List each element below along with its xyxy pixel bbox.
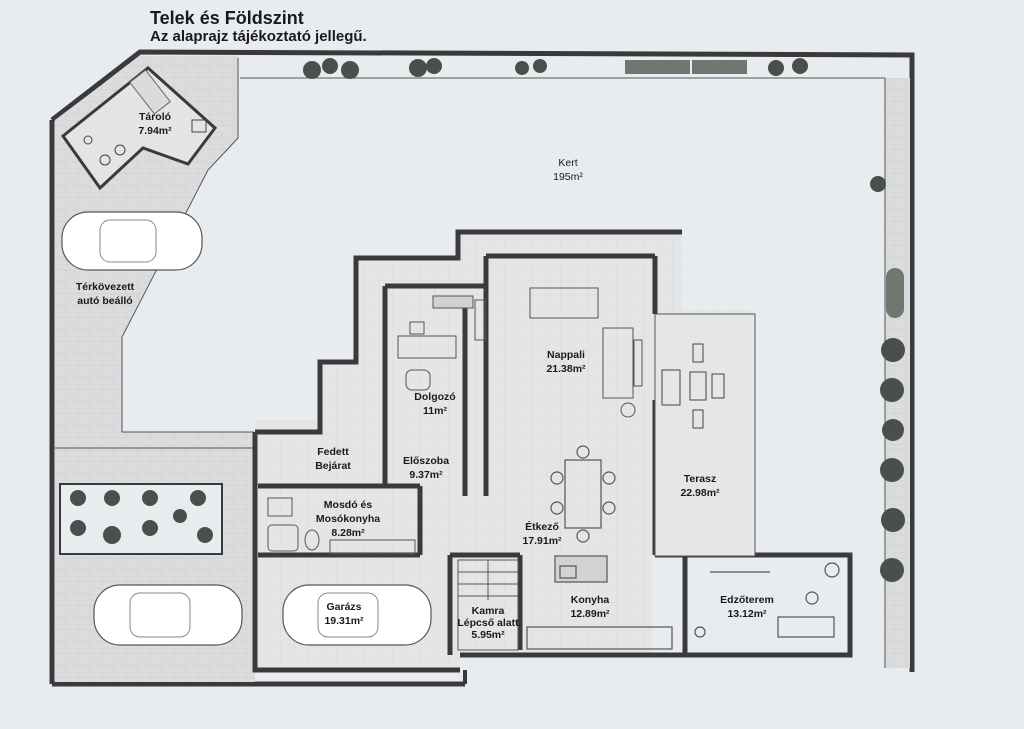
label-kamra: Kamra bbox=[472, 605, 505, 617]
gym-equipment bbox=[694, 562, 840, 638]
page-title: Telek és Földszint bbox=[150, 8, 304, 28]
office-desk bbox=[397, 295, 486, 391]
area-terasz: 22.98m² bbox=[680, 487, 720, 499]
label-eloszoba: Előszoba bbox=[403, 455, 449, 467]
label-terkovezett-2: autó beálló bbox=[77, 295, 132, 307]
label-terasz: Terasz bbox=[684, 473, 717, 485]
label-mosdo-2: Mosókonyha bbox=[316, 513, 380, 525]
label-etkezo: Étkező bbox=[525, 520, 559, 533]
page-subtitle: Az alaprajz tájékoztató jellegű. bbox=[150, 28, 367, 45]
label-fedett: Fedett bbox=[317, 446, 349, 458]
terrace bbox=[654, 313, 756, 557]
house-floor bbox=[255, 232, 755, 670]
label-kert: Kert bbox=[558, 157, 577, 169]
room-labels: Kert 195m² Tároló 7.94m² Térkövezett aut… bbox=[76, 111, 774, 641]
area-eloszoba: 9.37m² bbox=[409, 469, 443, 481]
car-garage bbox=[282, 584, 432, 646]
area-edzoterem: 13.12m² bbox=[727, 608, 767, 620]
stairs bbox=[457, 559, 519, 651]
area-nappali: 21.38m² bbox=[546, 363, 586, 375]
car-garage-outside bbox=[93, 584, 243, 646]
area-tarolo: 7.94m² bbox=[138, 125, 172, 137]
area-mosdo: 8.28m² bbox=[331, 527, 365, 539]
label-edzoterem: Edzőterem bbox=[720, 594, 774, 606]
label-fedett-2: Bejárat bbox=[315, 460, 351, 472]
kitchen-units bbox=[526, 555, 673, 650]
planter-box bbox=[59, 483, 223, 555]
car-driveway bbox=[61, 211, 203, 271]
house-walls bbox=[252, 229, 853, 673]
living-furniture bbox=[529, 287, 643, 418]
label-konyha: Konyha bbox=[571, 594, 610, 606]
area-kert: 195m² bbox=[553, 171, 583, 183]
garden-plants bbox=[303, 58, 905, 582]
dining-table bbox=[550, 445, 616, 543]
storage-room bbox=[60, 66, 218, 191]
label-terkovezett: Térkövezett bbox=[76, 281, 135, 293]
label-kamra-2: Lépcső alatt bbox=[457, 617, 519, 629]
label-garazs: Garázs bbox=[326, 601, 361, 613]
bathroom-fixtures bbox=[267, 497, 416, 555]
area-konyha: 12.89m² bbox=[570, 608, 610, 620]
area-dolgozo: 11m² bbox=[423, 405, 447, 417]
area-kamra: 5.95m² bbox=[471, 629, 505, 641]
label-dolgozo: Dolgozó bbox=[414, 391, 455, 403]
label-nappali: Nappali bbox=[547, 349, 585, 361]
area-garazs: 19.31m² bbox=[324, 615, 364, 627]
label-tarolo: Tároló bbox=[139, 111, 171, 123]
label-mosdo: Mosdó és bbox=[324, 499, 373, 511]
area-etkezo: 17.91m² bbox=[522, 535, 562, 547]
